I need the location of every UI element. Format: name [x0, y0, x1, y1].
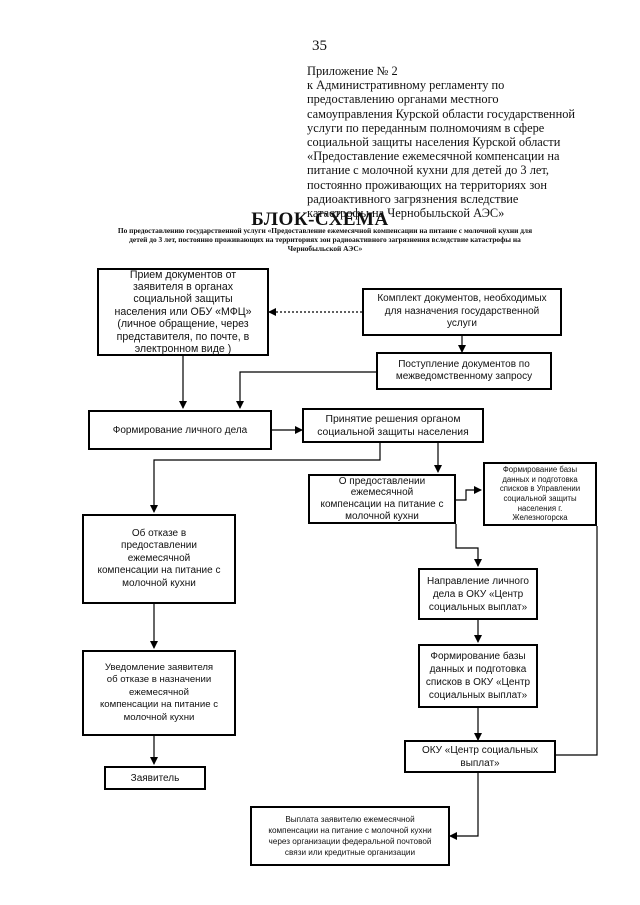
box-text-line: социальной защиты	[133, 293, 233, 306]
arrow-grant-to-send	[455, 524, 482, 567]
box-text-line: Направление личного	[427, 575, 529, 587]
box-text-line: социальной защиты	[503, 494, 577, 503]
arrow-interdept-to-file	[236, 371, 376, 409]
box-text-line: заявителя в органах	[132, 280, 234, 293]
box-text-line: Принятие решения органом	[325, 413, 461, 425]
box-text-line: компенсации на питание с	[97, 565, 221, 577]
box-text-line: межведомственному запросу	[395, 371, 533, 382]
appendix-line: социальной защиты населения Курской обла…	[307, 135, 561, 150]
box-text-line: населения г.	[517, 503, 563, 513]
box-text-line: О предоставлении	[338, 475, 426, 487]
box-text-line: Выплата заявителю ежемесячной	[285, 815, 415, 824]
box-personal-file: Формирование личного дела	[88, 410, 272, 450]
box-text-line: Формирование личного дела	[112, 424, 248, 436]
box-text-line: Формирование базы	[502, 465, 578, 475]
arrow-dbzh-to-oku	[504, 526, 598, 759]
box-text-line: ежемесячной	[350, 487, 414, 499]
box-text-line: предоставлении	[121, 540, 197, 552]
subtitle-line: Чернобыльской АЭС»	[287, 244, 363, 253]
arrow-oku-to-payment	[449, 773, 479, 840]
box-text-line: Заявитель	[130, 772, 180, 784]
appendix-line: услуги по переданным полномочиям в сфере	[307, 120, 545, 135]
box-text-line: молочной кухни	[122, 577, 196, 589]
subtitle-line: детей до 3 лет, постоянно проживающих на…	[129, 235, 521, 244]
box-text-line: социальных выплат»	[428, 601, 528, 613]
box-text-line: ежемесячной	[127, 552, 191, 564]
appendix-line: Приложение № 2	[307, 64, 398, 78]
box-text-line: списков в Управлении	[499, 484, 581, 494]
box-text-line: связи или кредитные организации	[284, 848, 416, 857]
box-text-line: Уведомление заявителя	[104, 661, 214, 673]
appendix-line: предоставлению органами местного	[307, 92, 499, 107]
box-text-line: через организации федеральной почтовой	[268, 837, 432, 846]
appendix-line: «Предоставление ежемесячной компенсации …	[307, 149, 560, 164]
box-text-line: ОКУ «Центр социальных	[421, 744, 539, 756]
box-text-line: об отказе в назначении	[106, 674, 212, 686]
box-text-line: социальной защиты населения	[317, 426, 469, 438]
box-text-line: данных и подготовка	[429, 664, 527, 675]
box-text-line: списков в ОКУ «Центр	[425, 677, 531, 688]
box-text-line: электронном виде )	[134, 343, 232, 356]
box-text-line: молочной кухни	[345, 510, 419, 522]
box-text-line: Поступление документов по	[398, 358, 530, 370]
box-text-line: выплат»	[460, 757, 500, 769]
box-text-line: Прием документов от	[129, 268, 237, 281]
box-text-line: Комплект документов, необходимых	[377, 293, 547, 305]
appendix-line: постоянно проживающих на территориях зон	[307, 177, 547, 192]
box-text-line: ежемесячной	[129, 686, 189, 698]
appendix-line: катастрофы на Чернобыльской АЭС»	[307, 206, 505, 221]
flowchart-title: БЛОК-СХЕМА	[251, 209, 389, 230]
subtitle-line: По предоставлению государственной услуги…	[117, 226, 533, 235]
box-text-line: (личное обращение, через	[117, 318, 249, 331]
box-text-line: населения или ОБУ «МФЦ»	[114, 305, 252, 318]
box-text-line: Об отказе в	[131, 527, 187, 539]
appendix-line: самоуправления Курской области государст…	[307, 106, 576, 121]
box-text-line: дела в ОКУ «Центр	[432, 588, 524, 600]
arrow-grant-to-dbzh	[456, 486, 482, 501]
box-text-line: для назначения государственной	[384, 305, 540, 317]
box-text-line: данных и подготовка	[502, 474, 578, 484]
page-number: 35	[312, 38, 327, 54]
appendix-line: питание с молочной кухни для детей до 3 …	[307, 163, 549, 178]
box-text-line: представителя, по почте, в	[116, 330, 250, 343]
box-text-line: компенсации на питание с	[99, 699, 218, 711]
appendix-line: к Административному регламенту по	[307, 78, 505, 93]
box-database-oku: Формирование базы данных и подготовка спис…	[418, 644, 538, 708]
box-text-line: компенсации на питание с	[320, 499, 444, 510]
box-text-line: Формирование базы	[430, 651, 526, 662]
box-payment: Выплата заявителю ежемесячной компенсации…	[250, 806, 450, 866]
box-text-line: Железногорска	[512, 513, 568, 523]
arrow-decision-to-refusal	[150, 443, 381, 513]
box-text-line: услуги	[447, 318, 477, 330]
box-applicant: Заявитель	[104, 766, 206, 790]
box-text-line: компенсации на питание с молочной кухни	[268, 826, 432, 835]
box-text-line: молочной кухни	[123, 711, 195, 723]
appendix-line: радиоактивного загрязнения вследствие	[307, 191, 519, 206]
flowchart-subtitle: По предоставлению государственной услуги…	[90, 226, 560, 253]
box-text-line: социальных выплат»	[428, 690, 528, 701]
